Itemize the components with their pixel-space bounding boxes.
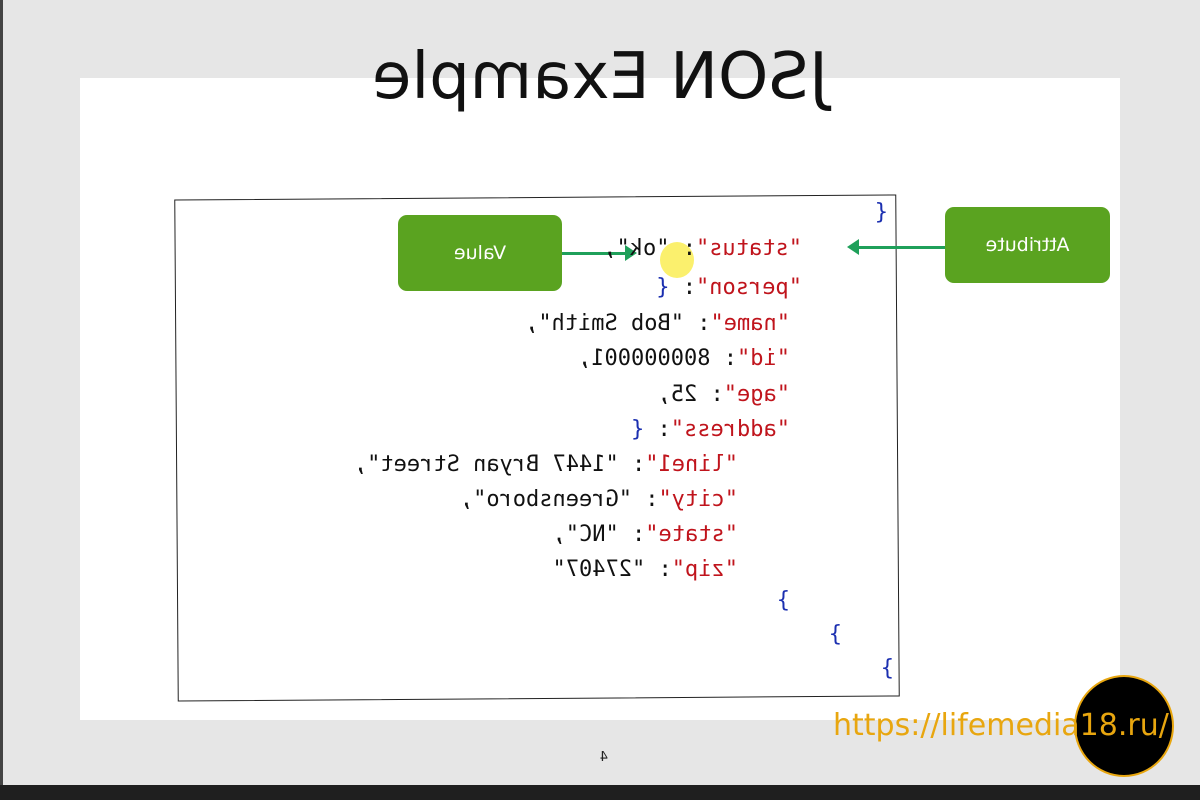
json-key: "status" [696,236,802,261]
code-line-id: "id": 800000001, [578,346,790,371]
colon: : [710,346,738,371]
json-value: "ok", [603,236,670,261]
colon: : [684,311,711,336]
page-number: 4 [599,750,608,765]
colon: : [697,382,724,407]
colon: : [669,275,697,300]
code-line-status: "status": "ok", [603,236,802,261]
watermark-url: https://lifemedia18.ru/ [833,708,1169,743]
json-key: "age" [723,382,790,407]
code-line-name: "name": "Bob Smith", [525,311,790,336]
json-value: "NC", [552,522,619,547]
json-key: "name" [710,311,790,336]
json-key: "line1" [645,452,738,477]
brace: { [631,417,645,442]
value-callout: Value [398,215,562,291]
json-key: "zip" [671,557,738,582]
colon: : [644,417,671,442]
screen-edge [0,0,3,800]
code-line-person: "person": { [656,275,802,300]
person-close-brace: } [828,622,842,647]
root-close-brace: } [880,656,894,681]
json-key: "address" [670,417,790,442]
code-line-age: "age": 25, [658,382,790,407]
code-line-line1: "line1": "1447 Bryan Street", [354,452,738,477]
brace: { [656,275,670,300]
json-value: "1447 Bryan Street", [353,452,619,477]
watermark-logo [1074,675,1174,777]
attribute-callout: Attribute [945,207,1110,283]
json-value: 25, [657,382,698,407]
json-value: "Bob Smith", [525,311,685,336]
colon: : [632,487,659,512]
json-key: "state" [645,522,738,547]
attribute-arrow [857,246,945,249]
root-open-brace: { [874,200,888,225]
code-line-city: "city": "Greensboro", [460,487,738,512]
code-line-state: "state": "NC", [553,522,738,547]
json-value: 800000001, [578,346,711,371]
slide-title: JSON Example [372,40,828,114]
json-key: "city" [658,487,738,512]
code-line-address: "address": { [631,417,790,442]
json-value: "Greensboro", [459,487,633,512]
json-key: "person" [696,275,802,300]
address-close-brace: } [776,588,790,613]
json-key: "id" [737,346,790,371]
json-value: "27407" [552,557,646,582]
colon: : [669,236,697,261]
code-line-zip: "zip": "27407" [553,557,738,582]
colon: : [618,452,646,477]
colon: : [618,522,646,547]
bottom-bar [0,785,1200,800]
colon: : [645,557,672,582]
